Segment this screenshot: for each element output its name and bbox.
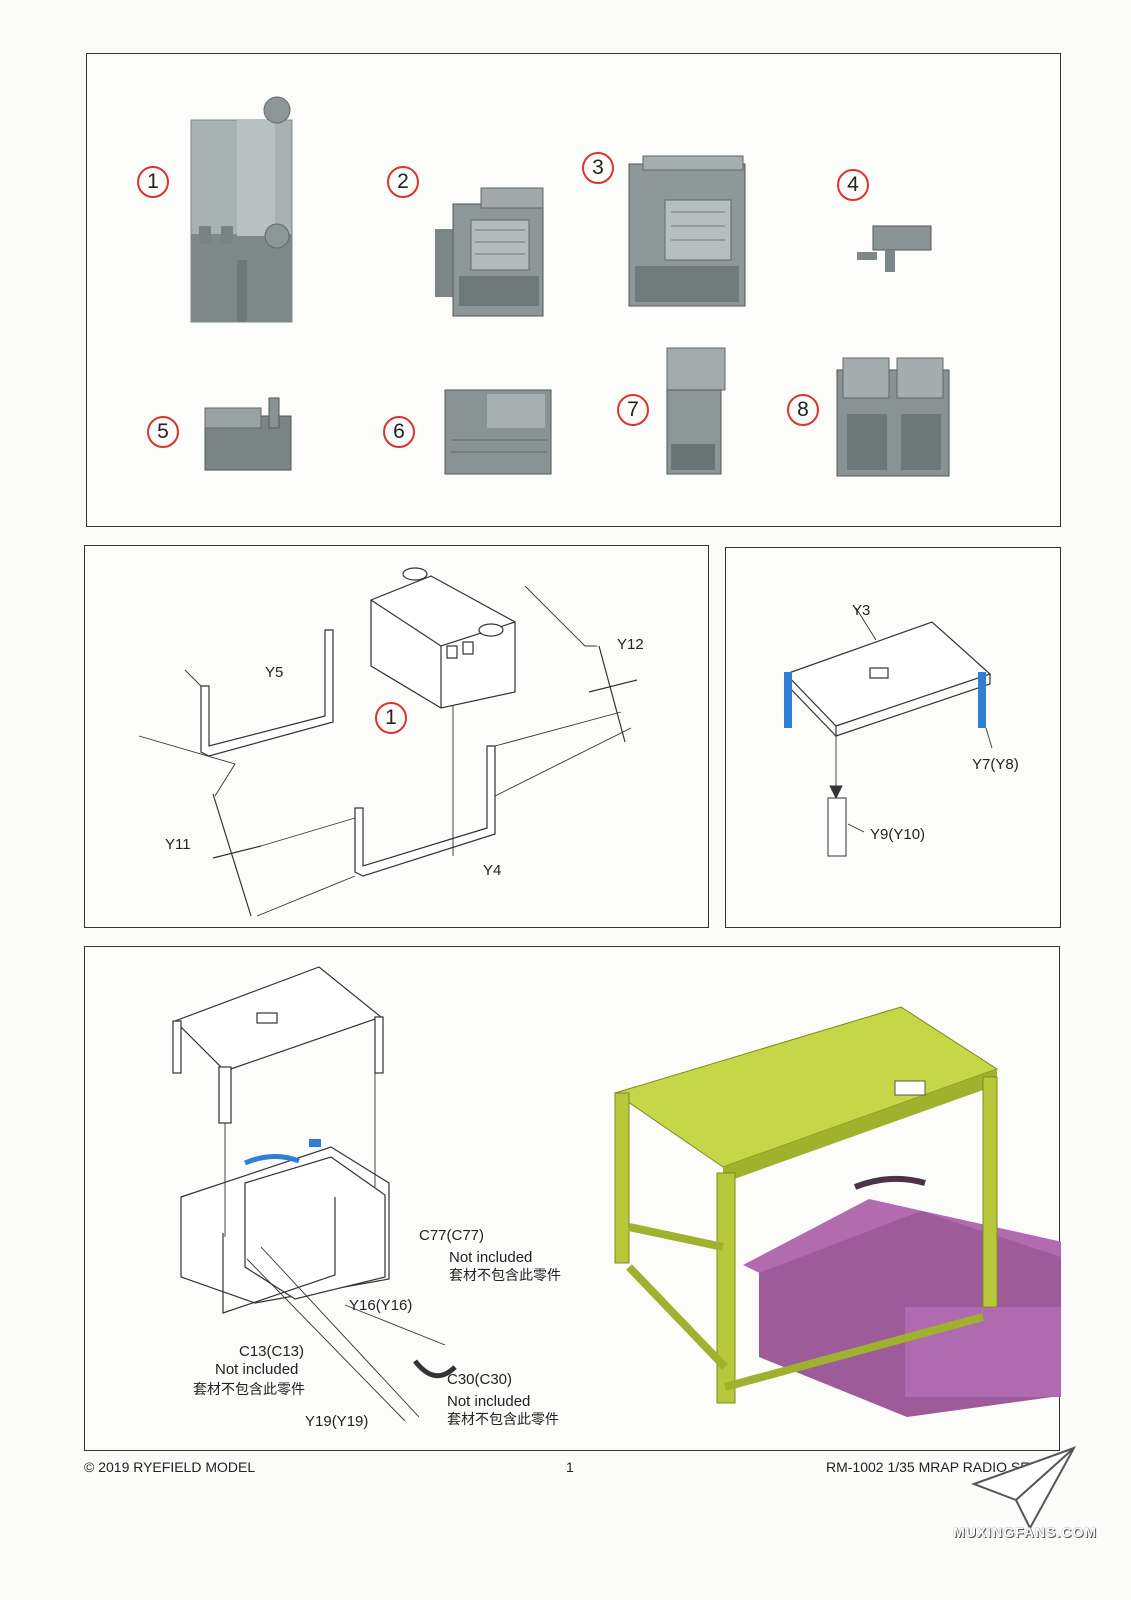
part-y9-drawing [827,797,847,857]
label-c77: C77(C77) [419,1227,485,1244]
label-c77-note: Not included [449,1249,533,1266]
label-c30-note-cn: 套材不包含此零件 [447,1411,559,1427]
label-c77-note-cn: 套材不包含此零件 [449,1267,561,1283]
parts-overview-panel: 1 2 3 4 5 6 7 8 [86,53,1061,527]
bracket-y7-left-drawing [784,672,792,728]
label-y16: Y16(Y16) [349,1297,413,1314]
callout-8: 8 [787,394,819,426]
part-3-image [628,155,746,307]
battery-box-drawing [370,575,516,709]
part-6-image [444,389,552,475]
part-8-image [836,357,950,477]
watermark-text: MUXINGFANS.COM [953,1524,1097,1540]
callout-6: 6 [383,416,415,448]
callout-4: 4 [837,169,869,201]
coloured-render-image [613,1006,1061,1417]
bracket-y4-drawing [354,745,496,877]
paper-plane-logo-icon [971,1446,1077,1531]
top-plate-drawing [784,607,993,857]
callout-1: 1 [137,166,169,198]
label-c13-note: Not included [215,1361,299,1378]
bracket-assembly-panel: 1 Y5 Y12 Y11 Y4 [84,545,709,928]
part-2-image [435,187,544,317]
part-y12-drawing [588,645,638,743]
footer-product-code: RM-1002 1/35 MRAP RADIO SET [826,1459,1039,1475]
footer-page-number: 1 [566,1459,574,1475]
part-y11-drawing [212,793,262,917]
part-5-image [204,397,292,471]
label-y5: Y5 [265,664,284,681]
parts-overview-drawing [190,96,950,477]
callout-5: 5 [147,416,179,448]
label-y19: Y19(Y19) [305,1413,369,1430]
label-y9: Y9(Y10) [870,826,926,843]
label-y4: Y4 [483,862,502,879]
callout-3: 3 [582,152,614,184]
part-7-image [666,347,726,475]
bracket-y7-right-drawing [978,672,986,728]
top-plate-panel: Y3 Y7(Y8) Y9(Y10) [725,547,1061,928]
part-1-image [190,96,293,323]
label-c30-note: Not included [447,1393,531,1410]
label-c13: C13(C13) [239,1343,305,1360]
label-c30: C30(C30) [447,1371,513,1388]
footer-copyright: © 2019 RYEFIELD MODEL [84,1459,256,1475]
label-c13-note-cn: 套材不包含此零件 [193,1381,305,1397]
label-y11: Y11 [165,836,191,853]
bracket-y5-drawing [200,629,334,757]
label-y12: Y12 [617,636,644,653]
callout-7: 7 [617,394,649,426]
step-callout-1: 1 [375,702,407,734]
part-4-image [857,225,932,272]
label-y7: Y7(Y8) [972,756,1019,773]
label-y3: Y3 [852,602,871,619]
final-assembly-panel: C77(C77) Not included 套材不包含此零件 Y16(Y16) … [84,946,1061,1451]
callout-2: 2 [387,166,419,198]
final-assembly-drawing [172,966,1061,1422]
bracket-assembly-drawing [138,567,638,917]
